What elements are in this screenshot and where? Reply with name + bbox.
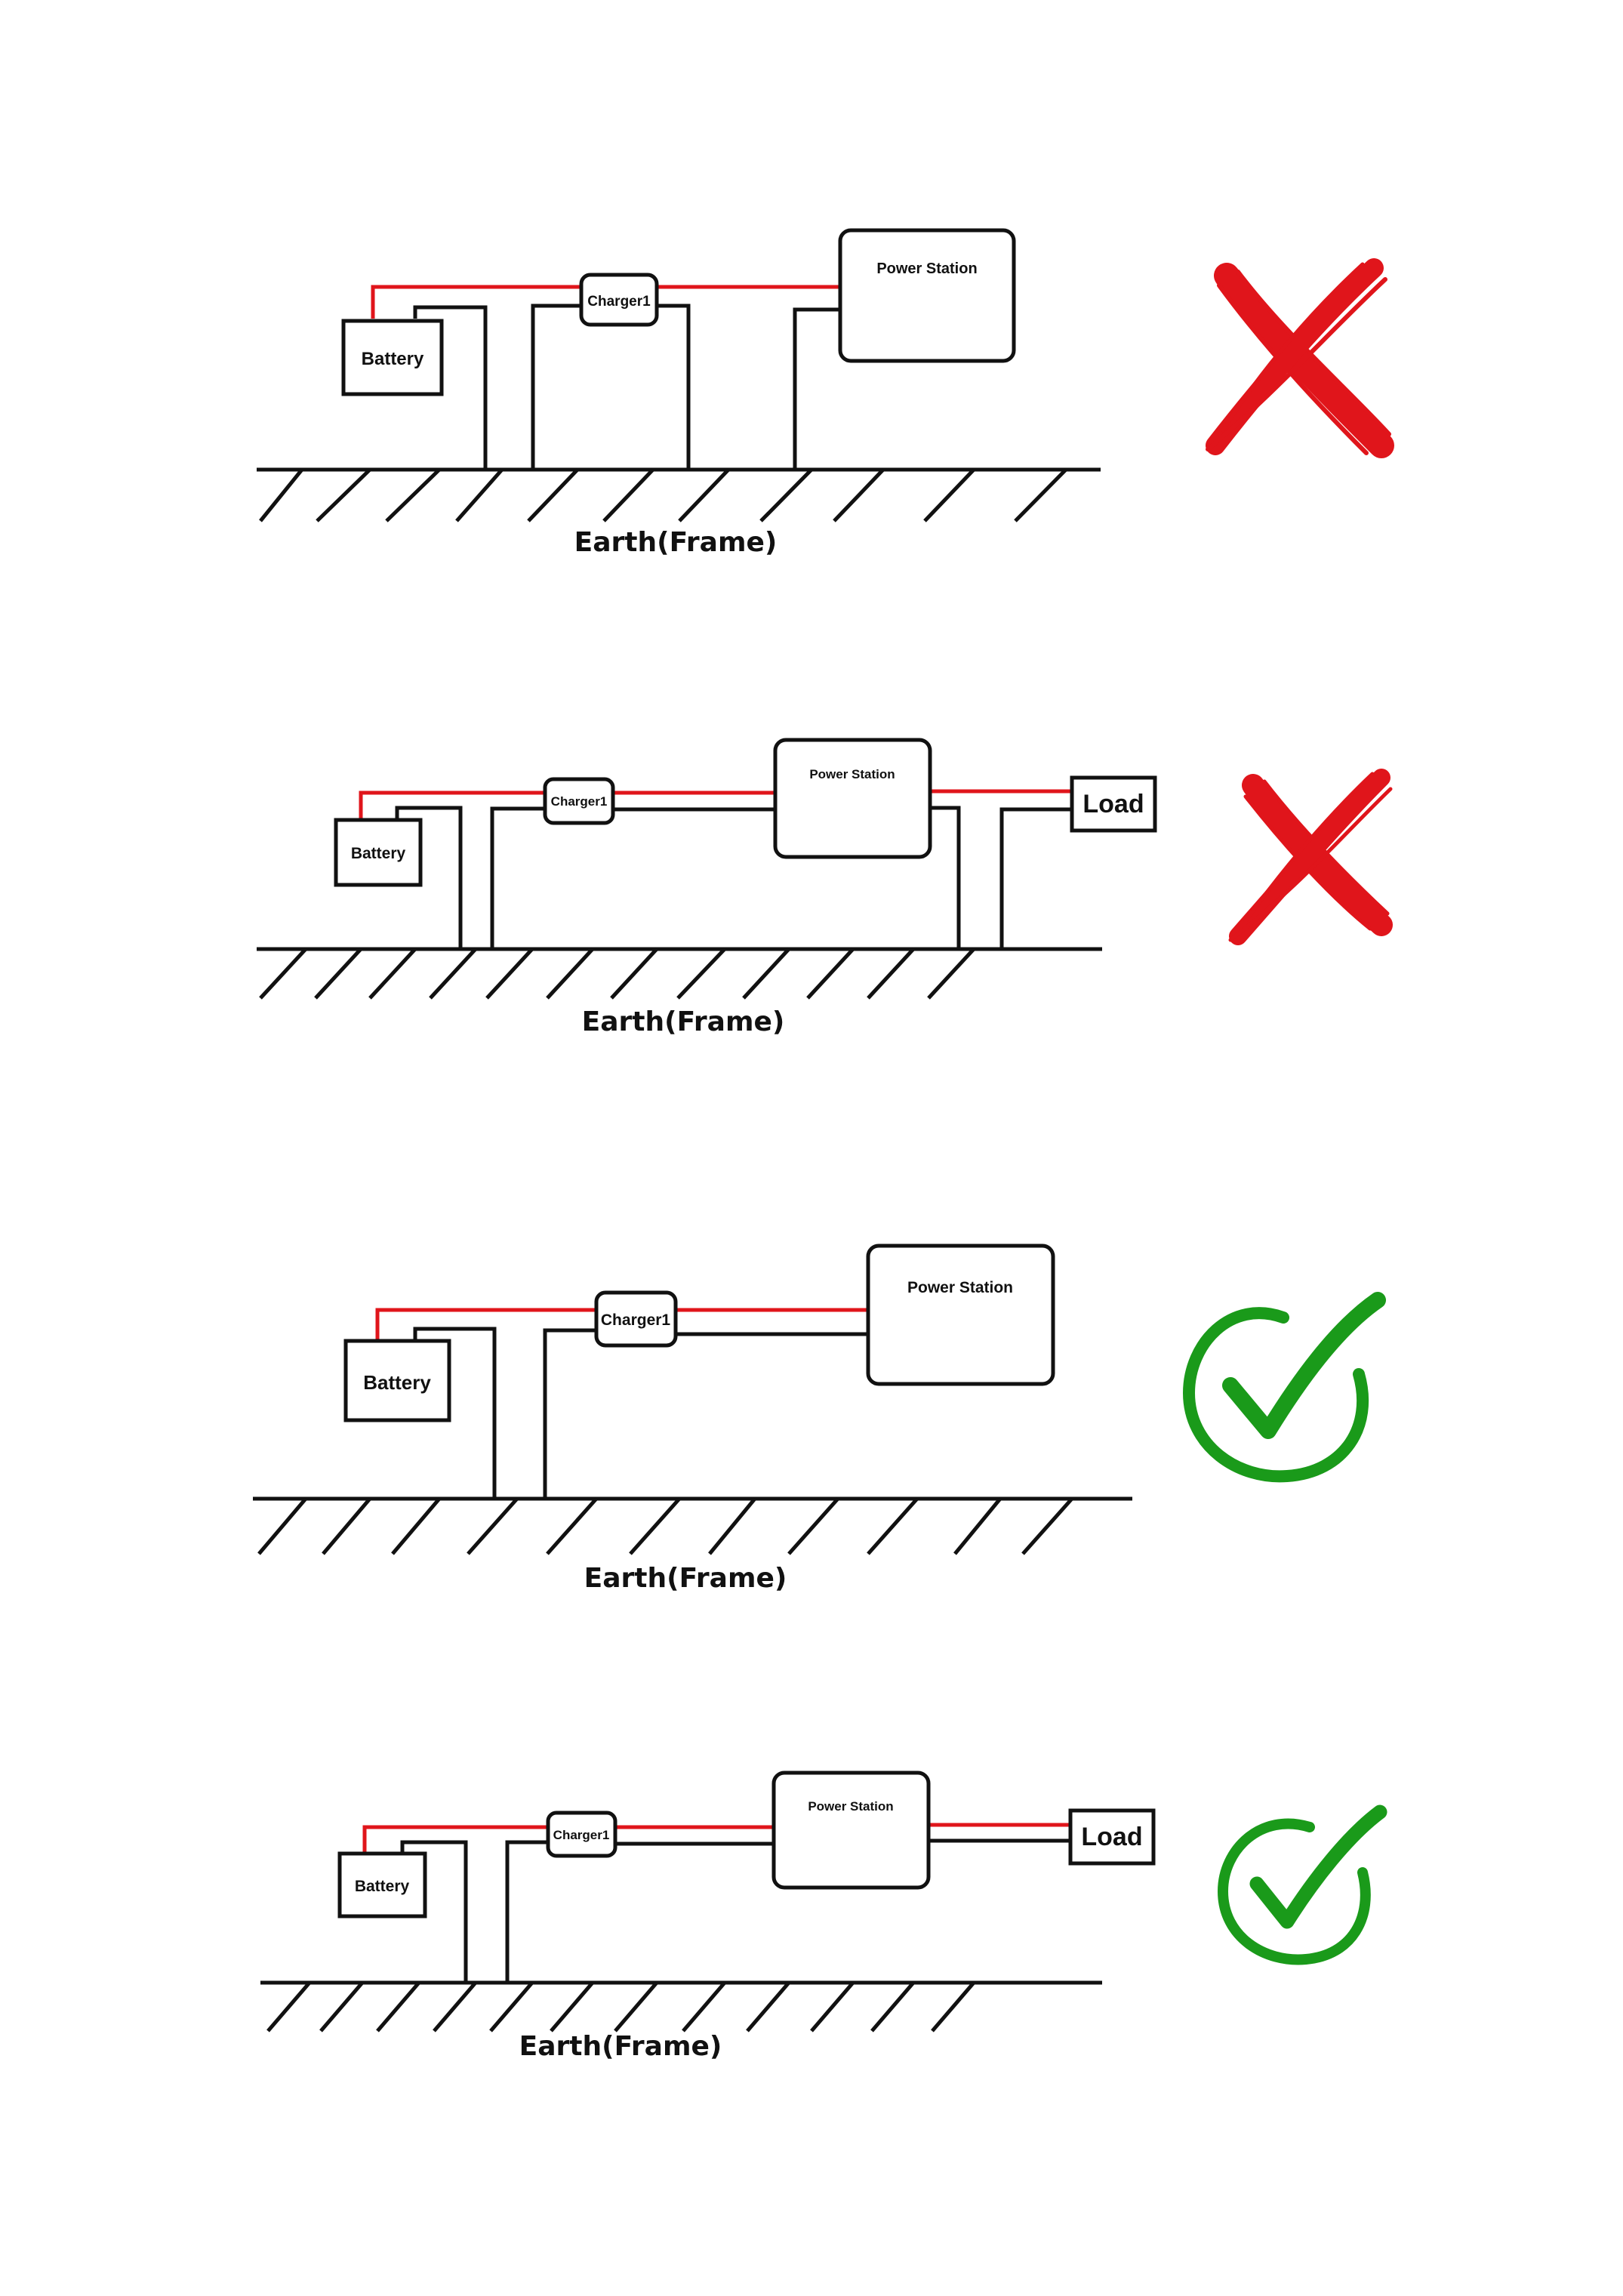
charger-ground-wire [490,806,775,949]
load-label: Load [1083,790,1144,818]
load-label: Load [1081,1823,1142,1851]
power-station-label: Power Station [808,1799,893,1814]
charger-ground-wire [543,1328,868,1499]
battery-label: Battery [355,1878,410,1895]
positive-wire [359,789,1072,820]
diagram-3: Battery Charger1 Power Station Earth(Fra… [253,1244,1386,1594]
power-station-box [838,228,1016,363]
battery-ground-wire [413,305,488,470]
charger-box [546,1811,617,1858]
charger-label: Charger1 [601,1311,671,1329]
battery-box [334,818,423,887]
power-station-label: Power Station [876,260,977,277]
red-cross-icon [1206,258,1394,458]
red-cross-icon [1228,769,1393,945]
battery-label: Battery [363,1371,431,1394]
charger-box [594,1290,678,1348]
charger-label: Charger1 [587,294,651,310]
power-station-label: Power Station [907,1279,1013,1296]
positive-wire [375,1308,868,1341]
charger-label: Charger1 [551,794,608,809]
battery-ground-wire [413,1327,497,1499]
power-station-box [773,738,932,859]
power-station-label: Power Station [809,767,895,781]
ground-hatching [259,468,1067,522]
load-box [1068,1808,1156,1866]
power-station-box [771,1771,931,1890]
battery-label: Battery [351,845,406,862]
earth-label: Earth(Frame) [574,527,778,558]
charger-box [543,777,615,825]
ground-hatching [266,1981,975,2032]
load-box [1070,775,1157,833]
charger-box [579,273,659,327]
charger-label: Charger1 [553,1828,610,1842]
green-check-icon [1218,1804,1387,1965]
diagram-2: Battery Charger1 Power Station Load Eart… [257,738,1393,1037]
battery-box [343,1339,451,1422]
battery-label: Battery [362,349,424,369]
diagram-1: Battery Charger1 Power Station Earth(Fra… [257,228,1394,558]
battery-box [341,319,444,396]
ground-hatching [257,1497,1073,1555]
positive-wire [371,285,840,319]
ground-hatching [259,948,975,1000]
battery-ground-wire [395,806,463,949]
diagram-4: Battery Charger1 Power Station Load Eart… [260,1771,1387,2062]
earth-label: Earth(Frame) [519,2031,722,2062]
battery-ground-wire [400,1840,468,1983]
positive-wire [362,1823,1070,1854]
earth-label: Earth(Frame) [582,1006,785,1037]
charger-ground-wire [531,304,691,470]
green-check-icon [1183,1292,1386,1483]
charger-ground-wire [505,1840,774,1983]
power-station-ground-wire [793,307,840,470]
load-ground-wire [930,806,1072,949]
battery-box [337,1851,427,1918]
power-station-box [866,1244,1055,1386]
earth-label: Earth(Frame) [584,1563,787,1594]
